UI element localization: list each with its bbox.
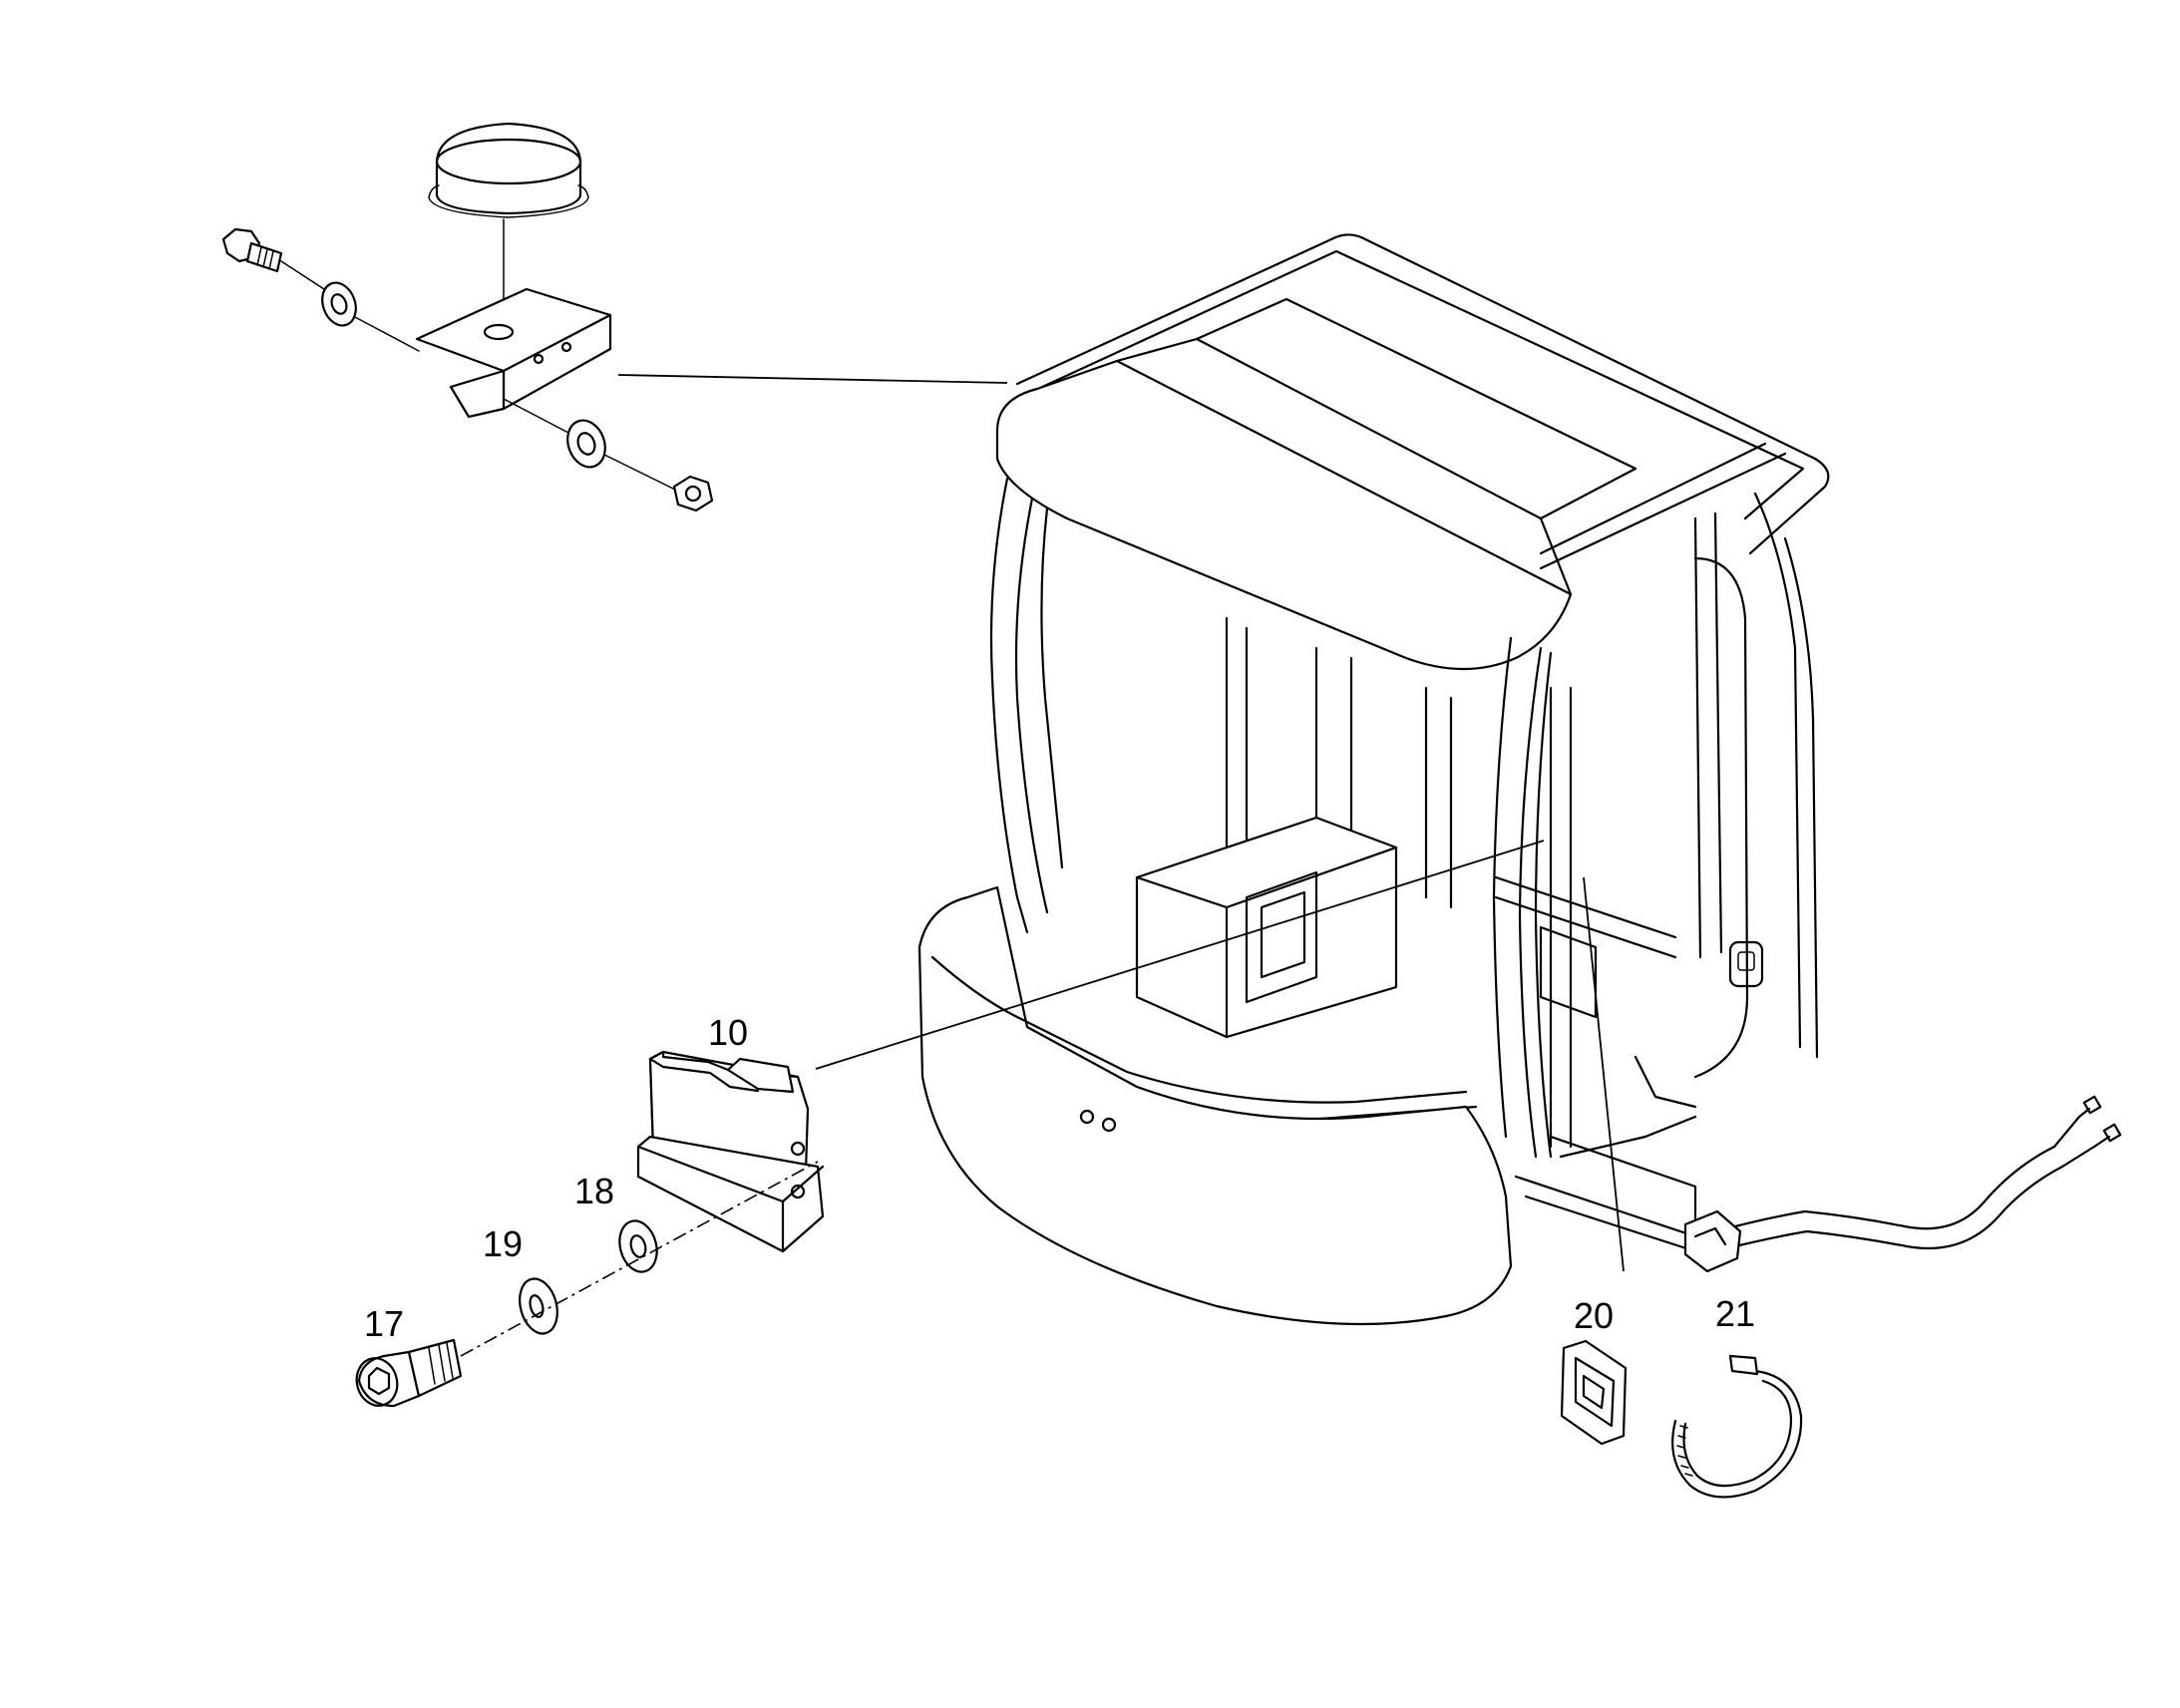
washer-18 <box>618 1219 658 1273</box>
callout-21: 21 <box>1715 1293 1755 1334</box>
hex-nut <box>672 475 714 512</box>
callout-18: 18 <box>574 1171 614 1211</box>
door-handle <box>1728 940 1764 988</box>
washer-19 <box>519 1277 558 1335</box>
washer-right <box>566 419 606 469</box>
wiring-harness <box>1683 1095 2122 1273</box>
callout-10: 10 <box>708 1012 748 1053</box>
antenna-mount-assembly <box>221 122 714 512</box>
control-unit <box>636 1050 825 1253</box>
callout-19: 19 <box>483 1223 523 1264</box>
washer-left <box>321 281 357 327</box>
antenna-puck <box>428 122 589 218</box>
cap-screw-17 <box>355 1338 463 1408</box>
cable-tie-21 <box>1671 1354 1803 1499</box>
callout-17: 17 <box>364 1303 404 1344</box>
callout-20: 20 <box>1574 1295 1614 1336</box>
hex-bolt <box>221 227 283 273</box>
cable-holder-20 <box>1560 1339 1628 1446</box>
mount-bracket <box>415 287 612 419</box>
operator-cab <box>917 233 1830 1326</box>
